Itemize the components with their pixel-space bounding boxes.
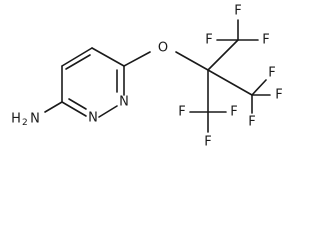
- bond-cquat-cright: [207, 69, 253, 96]
- atom-fluorine-bottom-left: F: [178, 105, 185, 120]
- bond-o-cquat: [175, 51, 209, 71]
- bond-c5-c4: [61, 47, 93, 67]
- atom-fluorine-top-left: F: [205, 33, 212, 48]
- substituent-bonds: [44, 39, 253, 113]
- amine-h-count: 2: [22, 118, 28, 128]
- bond-c6-o: [123, 51, 151, 67]
- atom-fluorine-bottom-down: F: [204, 135, 211, 150]
- bond-n2-n1: [98, 105, 118, 118]
- bond-c6-c5: [91, 47, 125, 67]
- atom-fluorine-top-up: F: [234, 4, 241, 19]
- atom-amine-group: H 2 N: [11, 112, 40, 129]
- atom-fluorine-bottom-right: F: [230, 105, 237, 120]
- amine-hydrogen: H: [11, 112, 21, 127]
- chemical-structure-diagram: O N N H 2 N F F F F F F F F F: [11, 4, 283, 150]
- cf3-top-bonds: [216, 19, 259, 41]
- atom-fluorine-right-right: F: [275, 88, 282, 103]
- atom-oxygen: O: [158, 41, 168, 56]
- atom-fluorine-top-right: F: [262, 33, 269, 48]
- atom-fluorine-right-up: F: [268, 66, 275, 81]
- bond-c3-n2: [61, 101, 87, 117]
- bond-c3-n2-inner: [68, 98, 87, 110]
- bond-cquat-ctop: [207, 39, 239, 71]
- atom-ring-nitrogen-1: N: [119, 95, 129, 110]
- pyridazine-ring-bonds: [61, 47, 125, 118]
- bond-c3-nh2: [44, 101, 63, 113]
- cf3-right-bonds: [251, 79, 271, 114]
- bond-cright-f-up: [251, 79, 267, 96]
- amine-nitrogen: N: [30, 112, 40, 127]
- atom-ring-nitrogen-2: N: [88, 111, 98, 126]
- cf3-bottom-bonds: [189, 111, 227, 133]
- atom-fluorine-right-down: F: [248, 115, 255, 130]
- bond-c4-c5-inner: [65, 54, 91, 70]
